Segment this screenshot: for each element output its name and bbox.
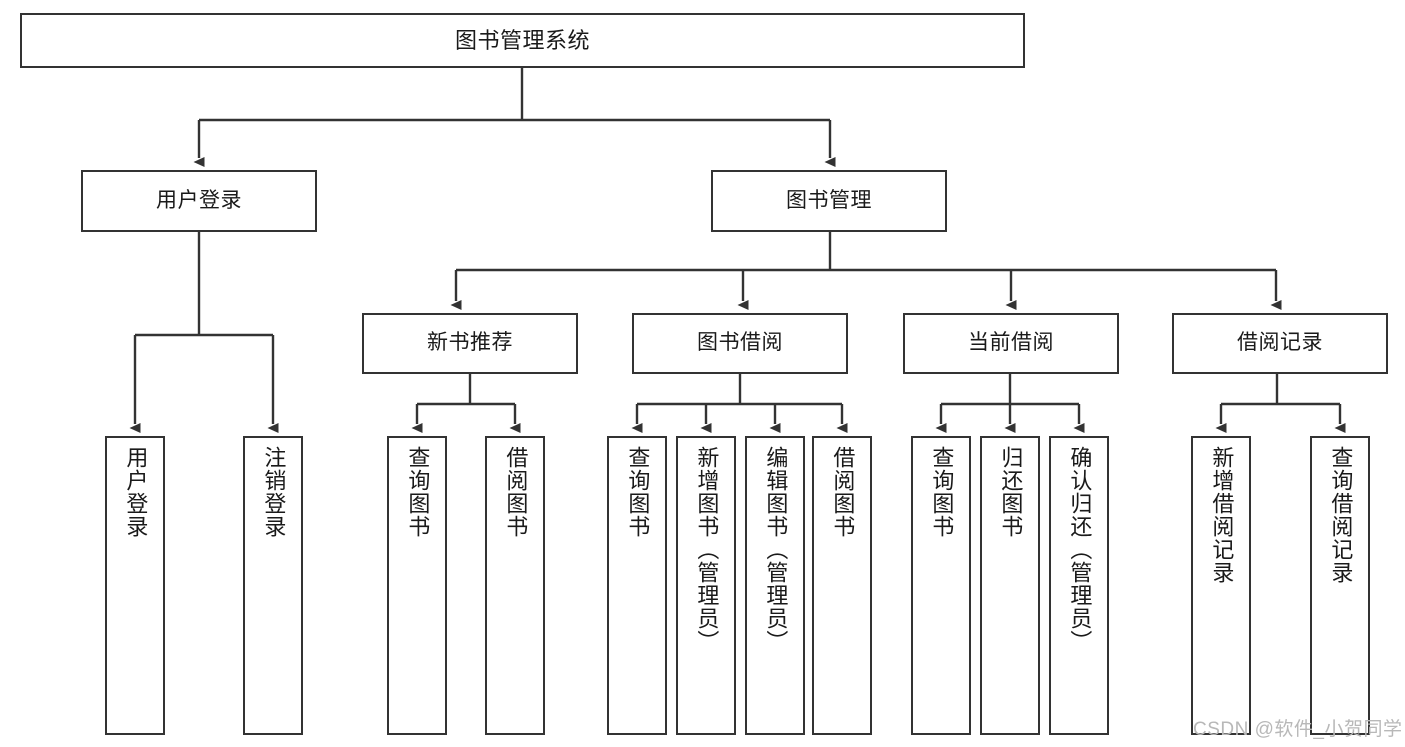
node-current-borrow[interactable]: 当前借阅 bbox=[903, 313, 1119, 374]
leaf-current-return-book[interactable]: 归还图书 bbox=[980, 436, 1040, 735]
leaf-user-login-logout[interactable]: 注销登录 bbox=[243, 436, 303, 735]
node-label: 新书推荐 bbox=[427, 331, 513, 355]
node-label: 编辑图书（管理员） bbox=[763, 446, 789, 653]
leaf-borrow-query-book[interactable]: 查询图书 bbox=[607, 436, 667, 735]
node-label: 借阅图书 bbox=[830, 446, 856, 538]
node-borrow-record[interactable]: 借阅记录 bbox=[1172, 313, 1388, 374]
leaf-current-query-book[interactable]: 查询图书 bbox=[911, 436, 971, 735]
node-book-management[interactable]: 图书管理 bbox=[711, 170, 947, 232]
leaf-recommend-query-book[interactable]: 查询图书 bbox=[387, 436, 447, 735]
node-label: 用户登录 bbox=[123, 446, 149, 538]
node-label: 新增图书（管理员） bbox=[694, 446, 720, 653]
node-label: 查询图书 bbox=[405, 446, 431, 538]
leaf-user-login-login[interactable]: 用户登录 bbox=[105, 436, 165, 735]
node-user-login[interactable]: 用户登录 bbox=[81, 170, 317, 232]
leaf-borrow-edit-book-admin[interactable]: 编辑图书（管理员） bbox=[745, 436, 805, 735]
node-label: 图书管理 bbox=[786, 188, 872, 212]
node-label: 用户登录 bbox=[156, 188, 242, 212]
csdn-watermark: CSDN @软件_小贺同学 bbox=[1193, 719, 1403, 740]
node-label: 当前借阅 bbox=[968, 331, 1054, 355]
node-label: 归还图书 bbox=[998, 446, 1024, 538]
node-label: 图书借阅 bbox=[697, 331, 783, 355]
leaf-record-add-record[interactable]: 新增借阅记录 bbox=[1191, 436, 1251, 735]
node-label: 查询图书 bbox=[625, 446, 651, 538]
leaf-current-confirm-return-admin[interactable]: 确认归还（管理员） bbox=[1049, 436, 1109, 735]
leaf-recommend-borrow-book[interactable]: 借阅图书 bbox=[485, 436, 545, 735]
node-new-book-recommend[interactable]: 新书推荐 bbox=[362, 313, 578, 374]
node-label: 查询图书 bbox=[929, 446, 955, 538]
node-label: 借阅记录 bbox=[1237, 331, 1323, 355]
node-label: 借阅图书 bbox=[503, 446, 529, 538]
node-label: 新增借阅记录 bbox=[1209, 446, 1235, 584]
node-label: 图书管理系统 bbox=[454, 27, 590, 53]
leaf-borrow-add-book-admin[interactable]: 新增图书（管理员） bbox=[676, 436, 736, 735]
node-book-borrow[interactable]: 图书借阅 bbox=[632, 313, 848, 374]
node-label: 注销登录 bbox=[261, 446, 287, 538]
node-label: 查询借阅记录 bbox=[1328, 446, 1354, 584]
node-label: 确认归还（管理员） bbox=[1067, 446, 1093, 653]
leaf-record-query-record[interactable]: 查询借阅记录 bbox=[1310, 436, 1370, 735]
node-root-system[interactable]: 图书管理系统 bbox=[20, 13, 1025, 68]
leaf-borrow-borrow-book[interactable]: 借阅图书 bbox=[812, 436, 872, 735]
